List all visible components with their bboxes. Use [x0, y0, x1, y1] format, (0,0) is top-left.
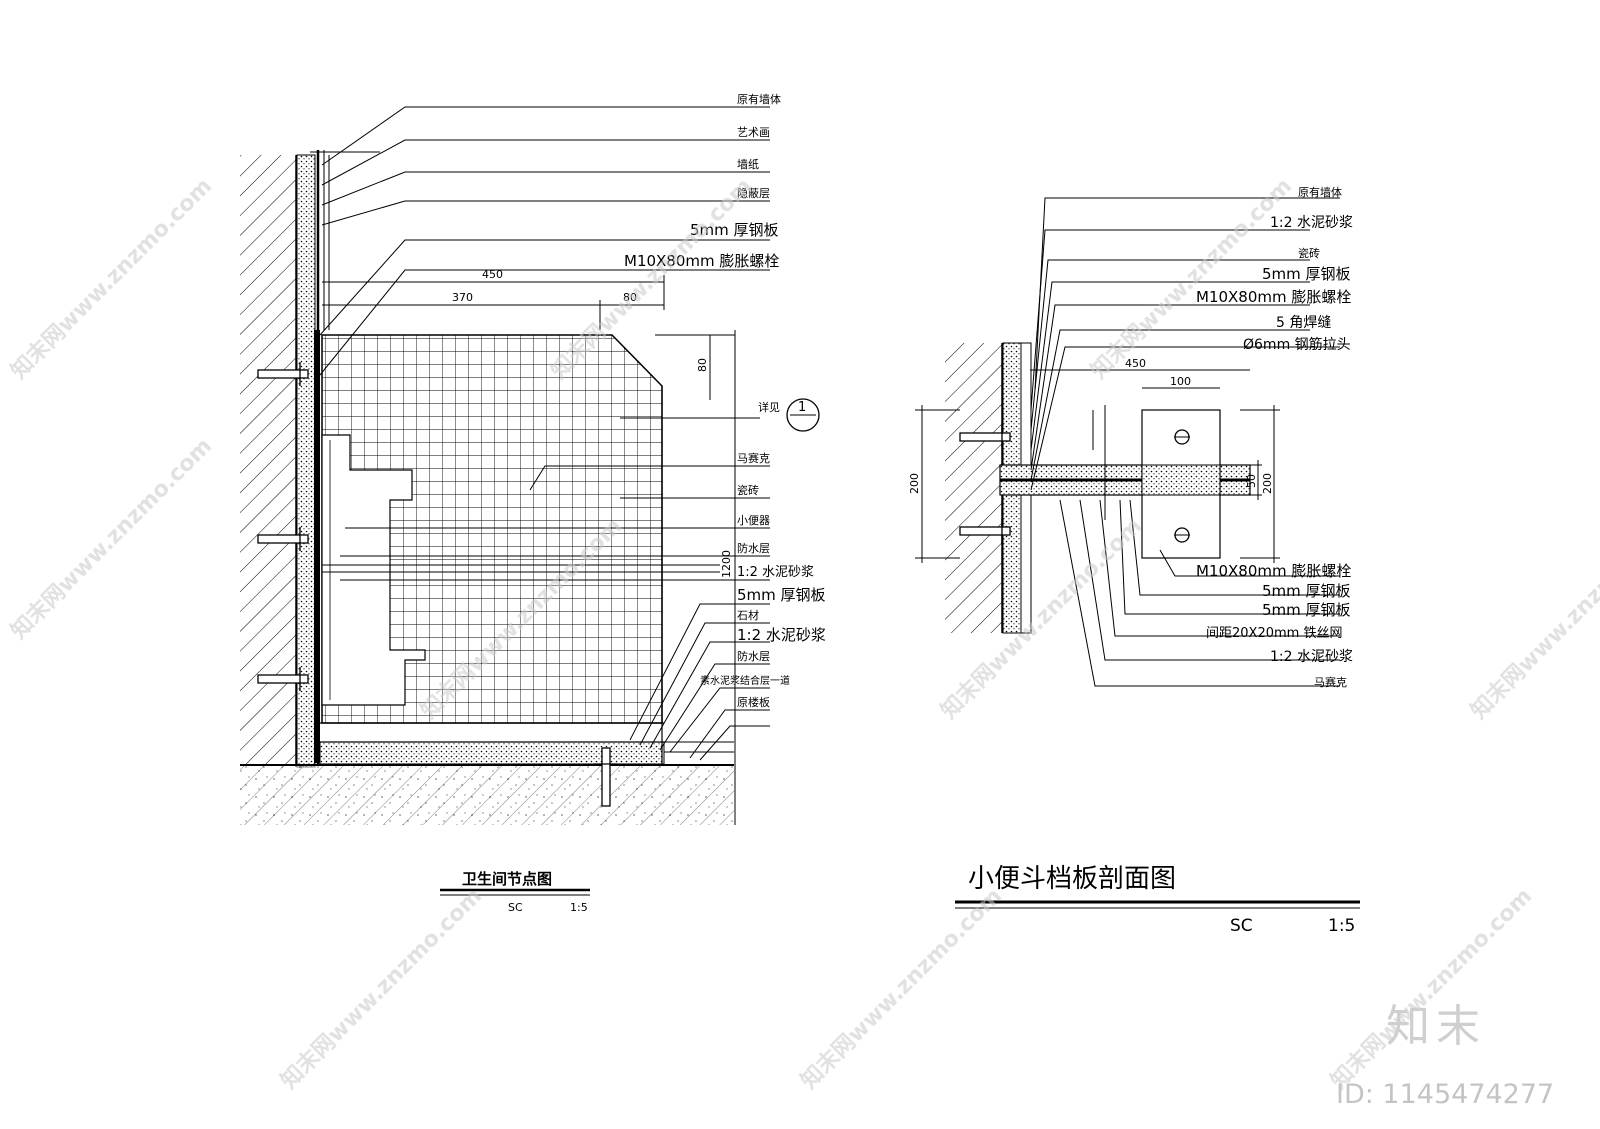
left-wall-hatch — [240, 155, 297, 767]
r-label-steel-3: 5mm 厚钢板 — [1262, 601, 1351, 619]
right-scale-code: SC — [1230, 916, 1253, 936]
label-bond: 素水泥浆结合层一道 — [700, 674, 790, 687]
label-tile: 瓷砖 — [737, 483, 759, 497]
left-title: 卫生间节点图 — [462, 870, 552, 888]
watermark-2: 知末网www.znzmo.com — [546, 173, 757, 384]
left-scale: 1:5 — [570, 901, 588, 914]
watermark-4: 知末网www.znzmo.com — [6, 433, 217, 644]
r-label-mesh: 间距20X20mm 铁丝网 — [1206, 626, 1342, 641]
label-bolt: M10X80mm 膨胀螺栓 — [624, 252, 779, 270]
watermark-10: 知末网www.znzmo.com — [1326, 883, 1537, 1094]
dim-80: 80 — [623, 291, 637, 304]
right-labels: 原有墙体 1:2 水泥砂浆 瓷砖 5mm 厚钢板 M10X80mm 膨胀螺栓 5… — [908, 185, 1355, 936]
watermark-8: 知末网www.znzmo.com — [276, 883, 487, 1094]
label-stone: 石材 — [737, 608, 759, 622]
left-labels: 原有墙体 艺术画 墙纸 隐蔽层 5mm 厚钢板 M10X80mm 膨胀螺栓 马赛… — [452, 92, 826, 914]
label-steel: 5mm 厚钢板 — [690, 221, 779, 239]
r-dim-450: 450 — [1125, 357, 1146, 370]
r-label-wall: 原有墙体 — [1298, 185, 1342, 199]
dim-370: 370 — [452, 291, 473, 304]
label-urinal: 小便器 — [737, 514, 770, 527]
watermark-1: 知末网www.znzmo.com — [6, 173, 217, 384]
r-label-bolt-2: M10X80mm 膨胀螺栓 — [1196, 562, 1351, 580]
label-waterproof: 防水层 — [737, 541, 770, 555]
label-mortar-2: 1:2 水泥砂浆 — [737, 626, 826, 644]
label-wall: 原有墙体 — [737, 92, 781, 106]
r-dim-100: 100 — [1170, 375, 1191, 388]
r-label-rebar: Ø6mm 钢筋拉头 — [1243, 336, 1351, 353]
r-label-steel: 5mm 厚钢板 — [1262, 265, 1351, 283]
asset-id: ID: 1145474277 — [1336, 1079, 1555, 1110]
detail-ref: 详见 — [758, 400, 780, 414]
right-title: 小便斗档板剖面图 — [968, 864, 1176, 894]
r-label-steel-2: 5mm 厚钢板 — [1262, 582, 1351, 600]
r-label-tile: 瓷砖 — [1298, 246, 1320, 260]
r-dim-200-left: 200 — [908, 473, 921, 494]
r-dim-50: 50 — [1245, 474, 1258, 488]
label-art: 艺术画 — [737, 126, 770, 139]
dim-450: 450 — [482, 268, 503, 281]
r-label-mosaic: 马赛克 — [1314, 675, 1347, 689]
r-label-bolt: M10X80mm 膨胀螺栓 — [1196, 288, 1351, 306]
label-wallpaper: 墙纸 — [737, 157, 759, 171]
dim-80-v: 80 — [696, 358, 709, 372]
r-label-mortar-2: 1:2 水泥砂浆 — [1270, 649, 1353, 665]
right-scale: 1:5 — [1328, 916, 1355, 936]
right-wall-hatch — [945, 343, 1002, 633]
r-label-weld: 5 角焊缝 — [1276, 315, 1331, 331]
label-mosaic: 马赛克 — [737, 451, 770, 465]
left-detail-drawing — [240, 106, 820, 896]
watermark-7: 知末网www.znzmo.com — [1466, 513, 1600, 724]
label-steel-2: 5mm 厚钢板 — [737, 586, 826, 604]
r-label-mortar: 1:2 水泥砂浆 — [1270, 215, 1353, 231]
brand-mark: 知末 — [1386, 1001, 1486, 1052]
left-scale-code: SC — [508, 901, 523, 914]
detail-num: 1 — [798, 400, 806, 415]
label-waterproof-2: 防水层 — [737, 649, 770, 663]
r-dim-200-right: 200 — [1261, 473, 1274, 494]
label-slab: 原楼板 — [737, 695, 770, 709]
dim-1200: 1200 — [720, 550, 733, 578]
label-mortar: 1:2 水泥砂浆 — [737, 565, 814, 580]
watermark-9: 知末网www.znzmo.com — [796, 883, 1007, 1094]
label-hidden: 隐蔽层 — [737, 187, 770, 200]
right-detail-drawing — [915, 197, 1360, 909]
